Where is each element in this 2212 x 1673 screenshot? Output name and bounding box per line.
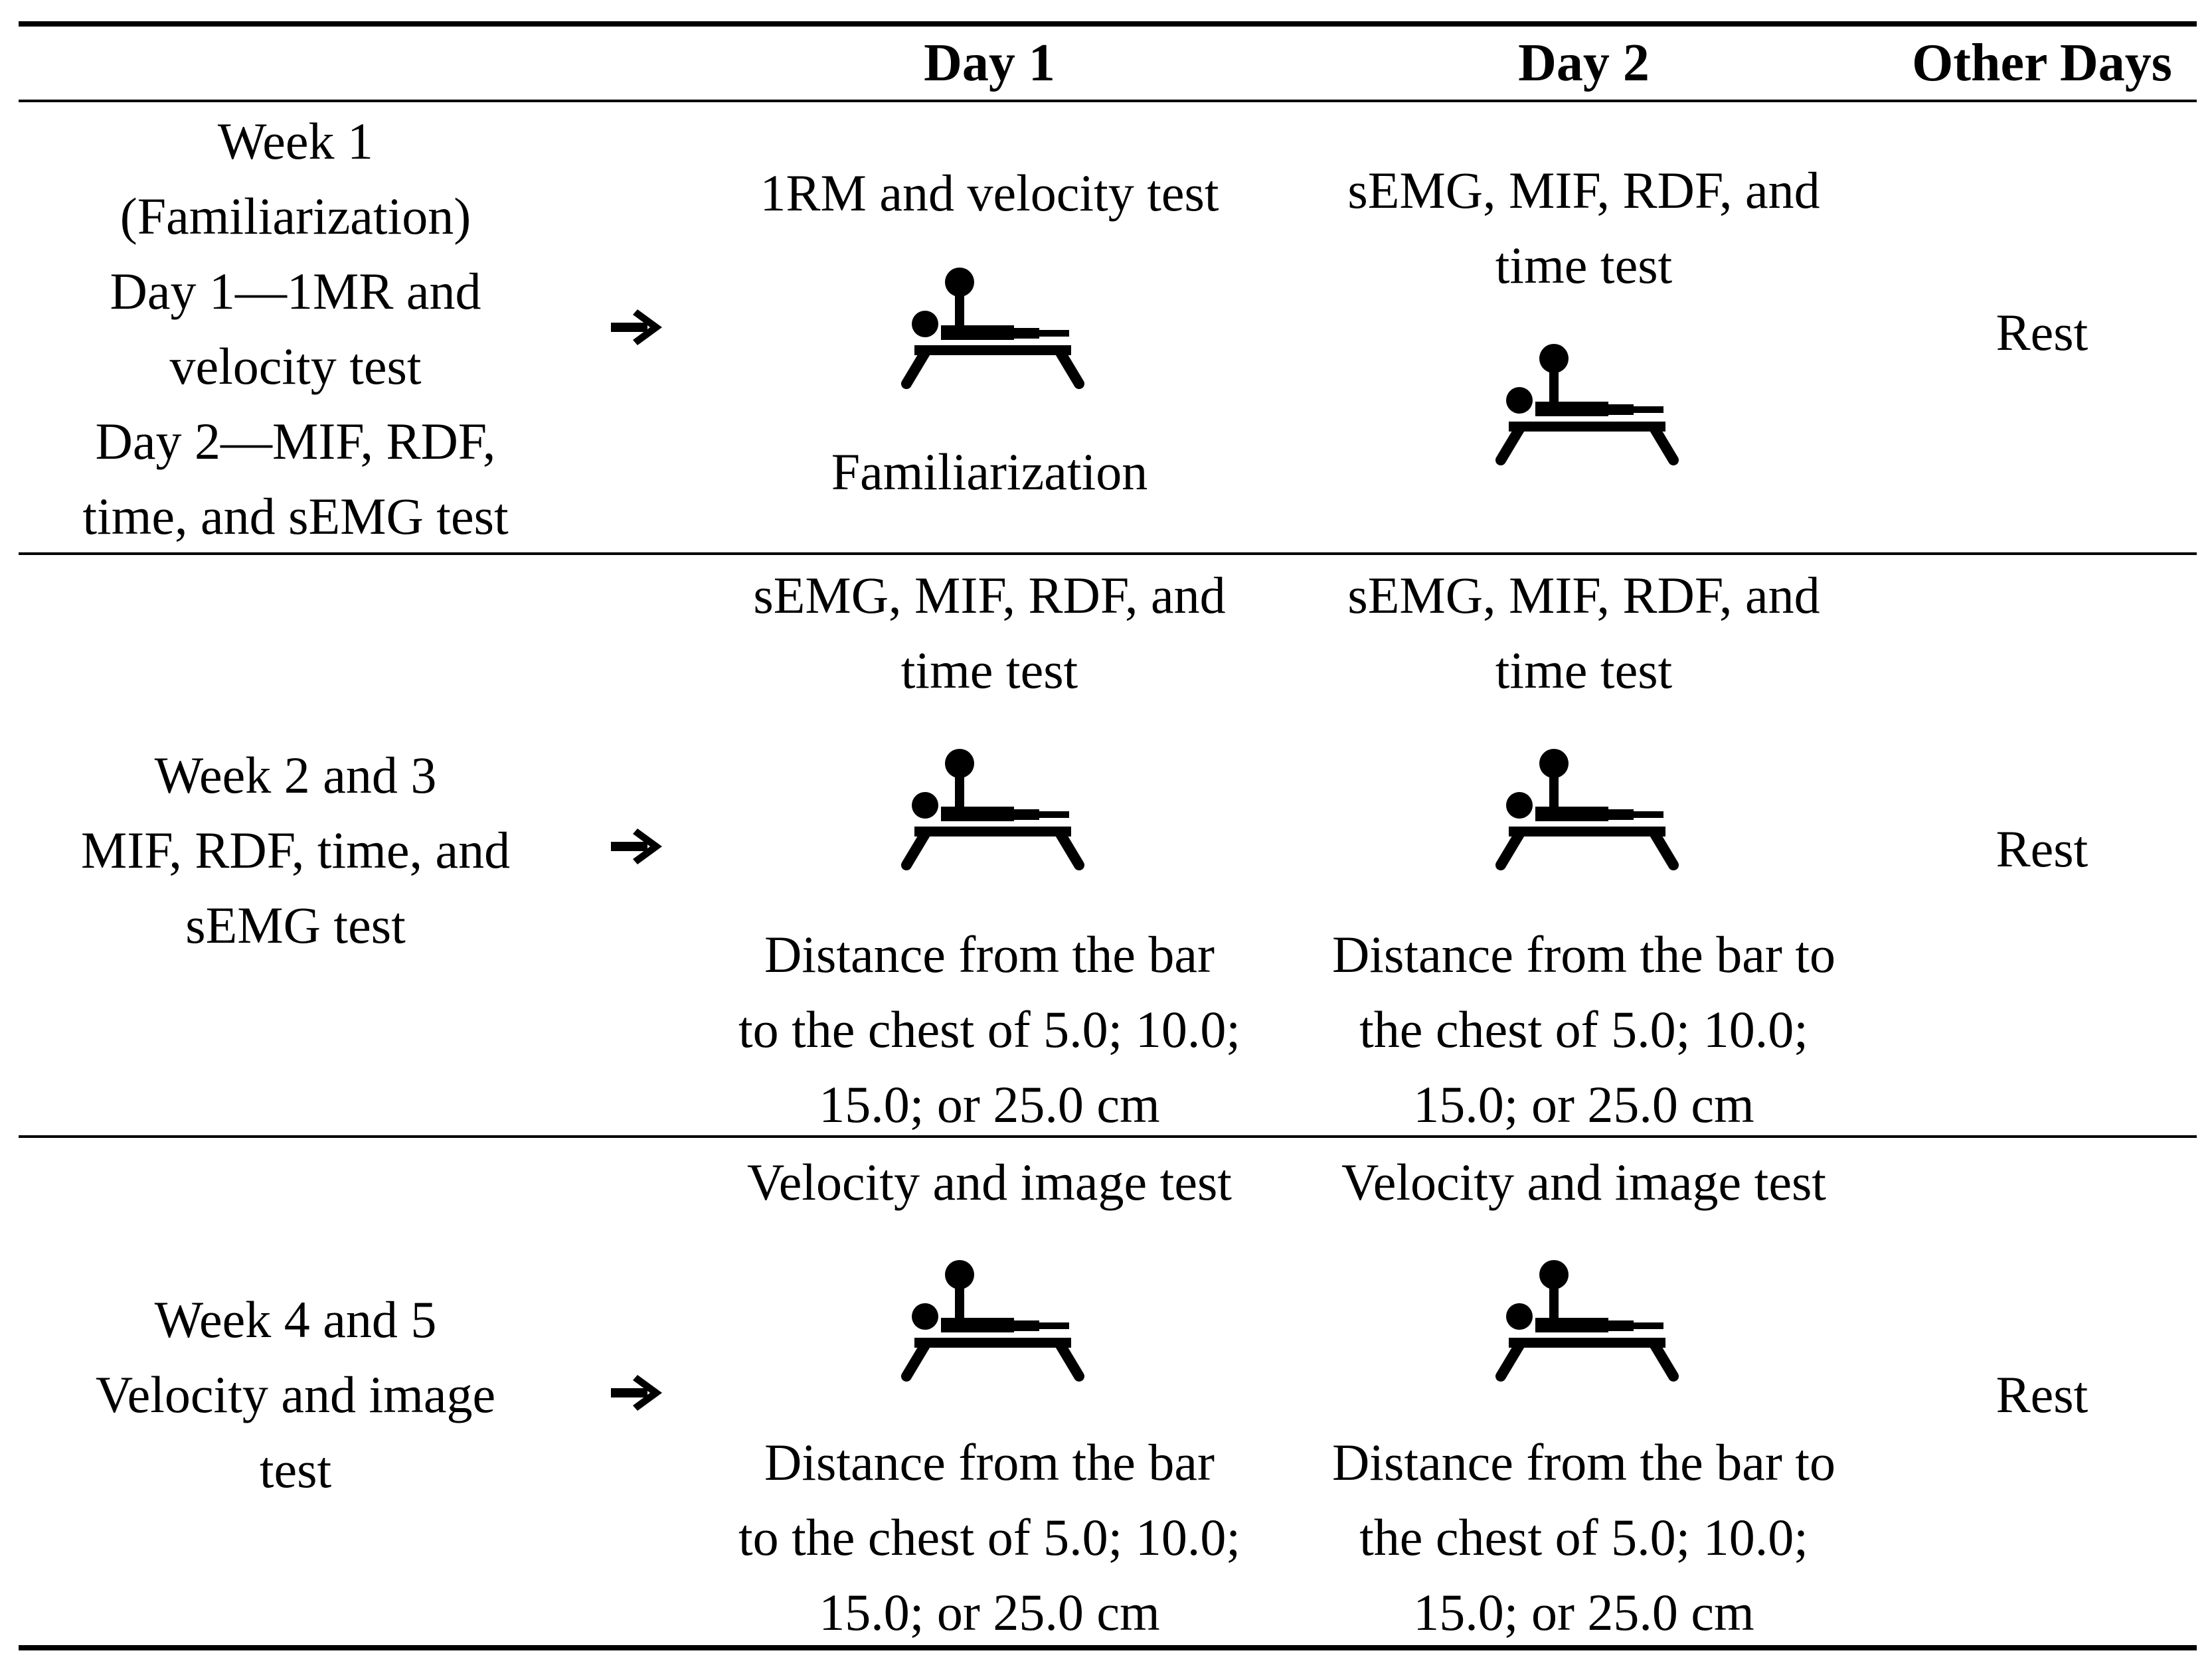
row1-day2-top: sEMG, MIF, RDF, and time test (1288, 153, 1879, 303)
row1-day1-top-text: 1RM and velocity test (760, 163, 1219, 222)
row3-other-text: Rest (1996, 1365, 2088, 1423)
row2-day1-bottom: Distance from the bar to the chest of 5.… (694, 916, 1285, 1142)
header-day1: Day 1 (924, 33, 1055, 92)
row2-day1-top-text: sEMG, MIF, RDF, and time test (753, 566, 1226, 699)
row3-day2-bottom-text: Distance from the bar to the chest of 5.… (1331, 1433, 1836, 1641)
bench-press-icon (1494, 342, 1680, 475)
bench-press-icon (1494, 1258, 1680, 1391)
arrow-right-icon (608, 823, 667, 870)
row-divider-2 (19, 1135, 2197, 1138)
row2-other: Rest (1879, 809, 2205, 888)
row1-day1-bottom: Familiarization (694, 432, 1285, 511)
bottom-rule (19, 1645, 2197, 1650)
row3-day2-top-text: Velocity and image test (1341, 1153, 1826, 1211)
row3-day1-bottom: Distance from the bar to the chest of 5.… (694, 1424, 1285, 1650)
row3-label-text: Week 4 and 5 Velocity and image test (95, 1290, 496, 1498)
arrow-right-icon (608, 1370, 667, 1416)
row1-day2-top-text: sEMG, MIF, RDF, and time test (1347, 161, 1820, 294)
row3-day2-top: Velocity and image test (1288, 1142, 1879, 1222)
row1-other-text: Rest (1996, 303, 2088, 361)
row2-day2-bottom-text: Distance from the bar to the chest of 5.… (1331, 925, 1836, 1133)
header-day2: Day 2 (1518, 33, 1650, 92)
row2-day2-top: sEMG, MIF, RDF, and time test (1288, 558, 1879, 708)
row1-day1-top: 1RM and velocity test (694, 153, 1285, 232)
row-divider-1 (19, 552, 2197, 555)
header-rule (19, 100, 2197, 102)
bench-press-icon (900, 747, 1086, 880)
row1-label-text: Week 1 (Familiarization) Day 1—1MR and v… (82, 112, 509, 545)
row3-day2-bottom: Distance from the bar to the chest of 5.… (1288, 1424, 1879, 1650)
row1-other: Rest (1879, 292, 2205, 372)
row3-day1-bottom-text: Distance from the bar to the chest of 5.… (738, 1433, 1241, 1641)
row2-day1-top: sEMG, MIF, RDF, and time test (694, 558, 1285, 708)
row3-day1-top: Velocity and image test (694, 1142, 1285, 1222)
row2-day2-top-text: sEMG, MIF, RDF, and time test (1347, 566, 1820, 699)
row2-label: Week 2 and 3 MIF, RDF, time, and sEMG te… (27, 737, 564, 963)
row1-label: Week 1 (Familiarization) Day 1—1MR and v… (27, 106, 564, 551)
row1-day1-bottom-text: Familiarization (831, 442, 1148, 501)
row2-other-text: Rest (1996, 819, 2088, 878)
top-rule (19, 21, 2197, 27)
bench-press-icon (900, 266, 1086, 398)
row2-label-text: Week 2 and 3 MIF, RDF, time, and sEMG te… (80, 746, 511, 954)
row2-day2-bottom: Distance from the bar to the chest of 5.… (1288, 916, 1879, 1142)
row3-other: Rest (1879, 1354, 2205, 1434)
row3-label: Week 4 and 5 Velocity and image test (27, 1281, 564, 1507)
row2-day1-bottom-text: Distance from the bar to the chest of 5.… (738, 925, 1241, 1133)
bench-press-icon (900, 1258, 1086, 1391)
row3-day1-top-text: Velocity and image test (747, 1153, 1232, 1211)
arrow-right-icon (608, 304, 667, 351)
bench-press-icon (1494, 747, 1680, 880)
header-other-days: Other Days (1912, 33, 2172, 92)
